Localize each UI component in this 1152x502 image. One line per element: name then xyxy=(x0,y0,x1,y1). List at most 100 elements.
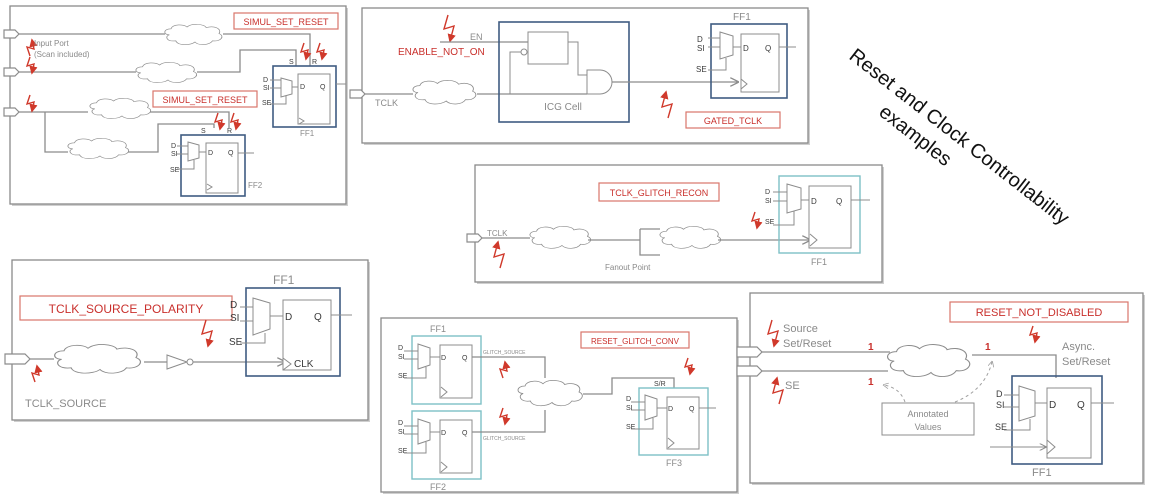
panel-tclk-source-polarity: TCLK_SOURCE_POLARITY TCLK_SOURCE D SI SE… xyxy=(4,259,370,422)
rule-tag-tclk-glitch-recon[interactable] xyxy=(598,182,720,202)
input-port-1 xyxy=(3,29,20,39)
pin-d-internal: D xyxy=(285,312,292,323)
pin-d-internal: D xyxy=(300,84,305,91)
annotated-values-label: Values xyxy=(915,422,942,432)
pin-si: SI xyxy=(171,151,178,158)
source-set-reset-label: Source xyxy=(783,323,818,335)
pin-d-internal: D xyxy=(743,44,749,53)
input-port-label: Input Port xyxy=(34,39,69,48)
pin-q: Q xyxy=(314,312,322,323)
glitch-source-label: GLITCH_SOURCE xyxy=(483,436,526,442)
pin-se: SE xyxy=(229,337,243,348)
rule-tag-reset-glitch-conv[interactable] xyxy=(580,331,690,349)
pin-r: R xyxy=(227,128,232,135)
tclk-source-label: TCLK_SOURCE xyxy=(25,398,106,410)
flip-flop-ff1: D SI SE D Q S R FF1 xyxy=(262,59,346,138)
ff-name: FF1 xyxy=(811,257,827,267)
pin-d-internal: D xyxy=(1049,400,1056,411)
pin-q: Q xyxy=(836,197,842,206)
pin-d: D xyxy=(765,189,770,196)
inverter xyxy=(166,354,189,370)
tclk-port xyxy=(349,89,366,99)
ff-name: FF2 xyxy=(430,482,446,492)
pin-si: SI xyxy=(626,405,633,412)
se-label: SE xyxy=(785,380,800,392)
annotated-values-label: Annotated xyxy=(907,409,948,419)
async-set-reset-label: Set/Reset xyxy=(1062,356,1110,368)
pin-d: D xyxy=(230,300,237,311)
ff-name: FF1 xyxy=(733,12,751,23)
rule-tag-label: RESET_NOT_DISABLED xyxy=(976,307,1103,319)
pin-q: Q xyxy=(228,150,234,157)
rule-tag-simul-set-reset-2[interactable] xyxy=(152,90,258,108)
pin-si: SI xyxy=(263,85,270,92)
pin-se: SE xyxy=(262,100,272,107)
flip-flop-ff1: D SI SE D Q FF1 xyxy=(398,324,482,405)
ff-name: FF1 xyxy=(430,324,446,334)
panel-icg-enable: TCLK EN ENABLE_NOT_ON ICG Cell GATED_TCL… xyxy=(349,7,810,145)
pin-d: D xyxy=(996,389,1003,399)
pin-d-internal: D xyxy=(811,197,817,206)
pin-d: D xyxy=(171,143,176,150)
icg-cell xyxy=(498,21,630,123)
rule-tag-enable-not-on[interactable]: ENABLE_NOT_ON xyxy=(398,47,485,58)
panel-reset-not-disabled: RESET_NOT_DISABLED Source Set/Reset SE 1… xyxy=(736,292,1145,485)
pin-q: Q xyxy=(1077,400,1085,411)
se-port xyxy=(736,365,763,377)
pin-q: Q xyxy=(462,430,468,437)
rule-tag-gated-tclk[interactable] xyxy=(685,111,781,129)
rule-tag-simul-set-reset-1[interactable] xyxy=(233,12,339,30)
en-label: EN xyxy=(470,32,483,42)
pin-q: Q xyxy=(689,406,695,413)
fanout-point-label: Fanout Point xyxy=(605,263,651,272)
rule-tag-label: RESET_GLITCH_CONV xyxy=(591,337,680,346)
rule-tag-label: TCLK_SOURCE_POLARITY xyxy=(49,302,204,316)
input-port-2 xyxy=(3,67,20,77)
flip-flop-ff1: D SI SE D Q FF1 xyxy=(990,375,1114,479)
flip-flop-ff3: D SI SE D Q S/R FF3 xyxy=(626,381,716,468)
async-set-reset-label: Async. xyxy=(1062,341,1095,353)
input-port-sublabel: (Scan included) xyxy=(34,50,90,59)
tclk-label: TCLK xyxy=(487,229,508,238)
glitch-source-label: GLITCH_SOURCE xyxy=(483,350,526,356)
pin-q: Q xyxy=(462,355,468,362)
pin-q: Q xyxy=(320,84,326,91)
pin-d-internal: D xyxy=(668,406,673,413)
pin-se: SE xyxy=(765,219,775,226)
pin-si: SI xyxy=(765,198,772,205)
pin-d: D xyxy=(398,345,403,352)
pin-se: SE xyxy=(626,424,636,431)
source-set-reset-port xyxy=(736,346,763,358)
rule-tag-label: SIMUL_SET_RESET xyxy=(243,17,329,27)
annotated-values-box xyxy=(881,402,975,436)
pin-se: SE xyxy=(995,422,1007,432)
panel-simul-set-reset: SIMUL_SET_RESET Input Port (Scan include… xyxy=(3,5,348,206)
ff-name: FF1 xyxy=(1032,467,1052,479)
source-set-reset-label: Set/Reset xyxy=(783,338,831,350)
pin-se: SE xyxy=(696,65,707,74)
pin-si: SI xyxy=(697,44,705,53)
flip-flop-ff1: D SI SE D Q FF1 xyxy=(696,12,796,99)
annotated-value: 1 xyxy=(985,342,991,353)
panel-tclk-glitch-recon: TCLK_GLITCH_RECON TCLK Fanout Point D SI… xyxy=(466,164,884,284)
annotated-value: 1 xyxy=(868,377,874,388)
tclk-port xyxy=(466,233,483,243)
pin-se: SE xyxy=(398,373,408,380)
pin-d: D xyxy=(626,396,631,403)
pin-si: SI xyxy=(398,429,405,436)
and-gate xyxy=(586,69,613,95)
pin-se: SE xyxy=(398,448,408,455)
rule-tag-reset-not-disabled[interactable] xyxy=(949,301,1129,323)
flip-flop-ff1: D SI SE D Q FF1 xyxy=(765,175,870,267)
annotated-value: 1 xyxy=(868,342,874,353)
pin-s: S xyxy=(289,59,294,66)
pin-si: SI xyxy=(996,400,1005,410)
pin-s: S xyxy=(201,128,206,135)
flip-flop-ff2: D SI SE D Q S R FF2 xyxy=(170,128,263,197)
pin-clk: CLK xyxy=(294,359,314,370)
rule-tag-tclk-source-polarity[interactable] xyxy=(19,295,233,321)
ff-name: FF1 xyxy=(300,129,315,138)
pin-q: Q xyxy=(765,44,771,53)
icg-cell-label: ICG Cell xyxy=(544,102,582,113)
